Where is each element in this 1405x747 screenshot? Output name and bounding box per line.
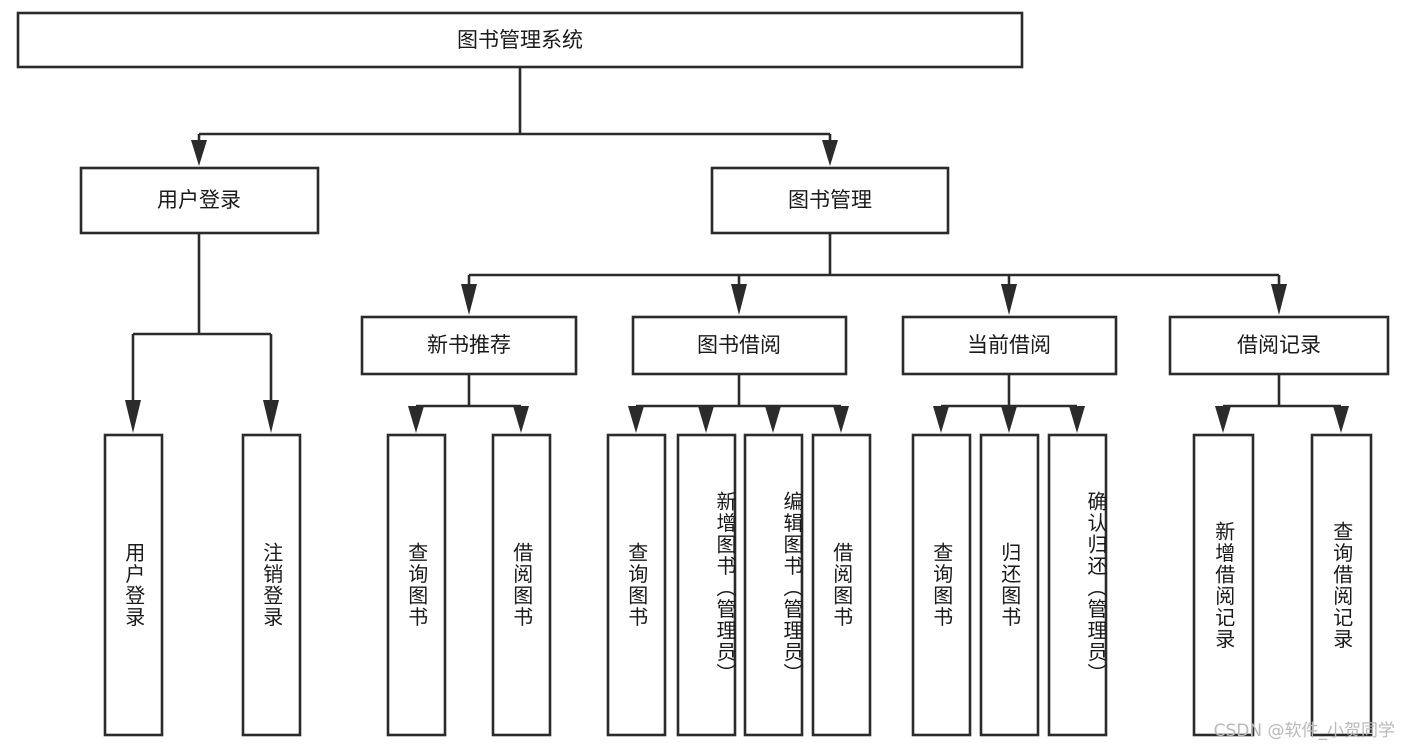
node-borrow-record[interactable] [1168, 315, 1390, 376]
connector-group-root [191, 67, 838, 166]
node-label-user-login: 用户登录 [157, 188, 241, 212]
arrow-to-user-login-leaf [125, 400, 141, 433]
node-leaf-br-add-record[interactable] [1192, 433, 1255, 737]
arrow-br-add-record [1215, 406, 1231, 433]
arrow-br-query-record [1333, 406, 1349, 433]
arrow-bb-query-book [628, 406, 644, 433]
connector-group-book-borrow [628, 374, 849, 433]
connector-group-book-mgmt [461, 233, 1287, 315]
node-leaf-cb-confirm-return[interactable] [1047, 433, 1108, 737]
node-label-book-borrow: 图书借阅 [697, 333, 781, 357]
arrow-cb-query-book [933, 406, 949, 433]
arrow-to-current-borrow [1001, 284, 1017, 315]
node-leaf-nbr-borrow-book[interactable] [491, 433, 552, 737]
node-new-book-recommend[interactable] [360, 315, 578, 376]
arrow-nbr-borrow-book [513, 406, 529, 433]
node-leaf-br-query-record[interactable] [1310, 433, 1373, 737]
arrow-to-new-book-rec [461, 284, 477, 315]
node-book-management-system[interactable] [16, 11, 1024, 69]
node-book-management[interactable] [710, 166, 950, 235]
node-current-borrow[interactable] [901, 315, 1118, 376]
node-leaf-bb-add-book[interactable] [676, 433, 737, 737]
node-leaf-user-login[interactable] [103, 433, 164, 737]
node-leaf-bb-edit-book[interactable] [743, 433, 804, 737]
node-leaf-bb-borrow-book[interactable] [811, 433, 872, 737]
arrow-to-book-mgmt [822, 140, 838, 166]
arrow-bb-borrow-book [833, 406, 849, 433]
arrow-cb-return-book [1001, 406, 1017, 433]
node-label-new-book-recommend: 新书推荐 [427, 333, 511, 357]
csdn-watermark: CSDN @软件_小贺同学 [1213, 721, 1395, 741]
arrow-bb-add-book [698, 406, 714, 433]
node-label-root: 图书管理系统 [457, 28, 583, 52]
node-leaf-bb-query-book[interactable] [606, 433, 667, 737]
arrow-to-borrow-record [1271, 284, 1287, 315]
arrow-to-user-login [191, 140, 207, 166]
connector-group-user-login [125, 233, 279, 433]
connector-group-current-borrow [933, 374, 1085, 433]
node-label-book-management: 图书管理 [788, 188, 872, 212]
node-leaf-nbr-query-book[interactable] [386, 433, 447, 737]
node-leaf-logout-login[interactable] [241, 433, 302, 737]
connector-group-new-book-rec [408, 374, 529, 433]
arrow-bb-edit-book [765, 406, 781, 433]
arrow-to-logout-leaf [263, 400, 279, 433]
node-user-login[interactable] [79, 166, 320, 235]
connector-group-borrow-record [1215, 374, 1349, 433]
arrow-to-book-borrow [731, 284, 747, 315]
node-leaf-cb-return-book[interactable] [979, 433, 1040, 737]
node-book-borrow[interactable] [631, 315, 848, 376]
node-leaf-cb-query-book[interactable] [911, 433, 972, 737]
node-label-current-borrow: 当前借阅 [967, 333, 1051, 357]
arrow-nbr-query-book [408, 406, 424, 433]
node-label-borrow-record: 借阅记录 [1237, 333, 1321, 357]
arrow-cb-confirm-return [1069, 406, 1085, 433]
